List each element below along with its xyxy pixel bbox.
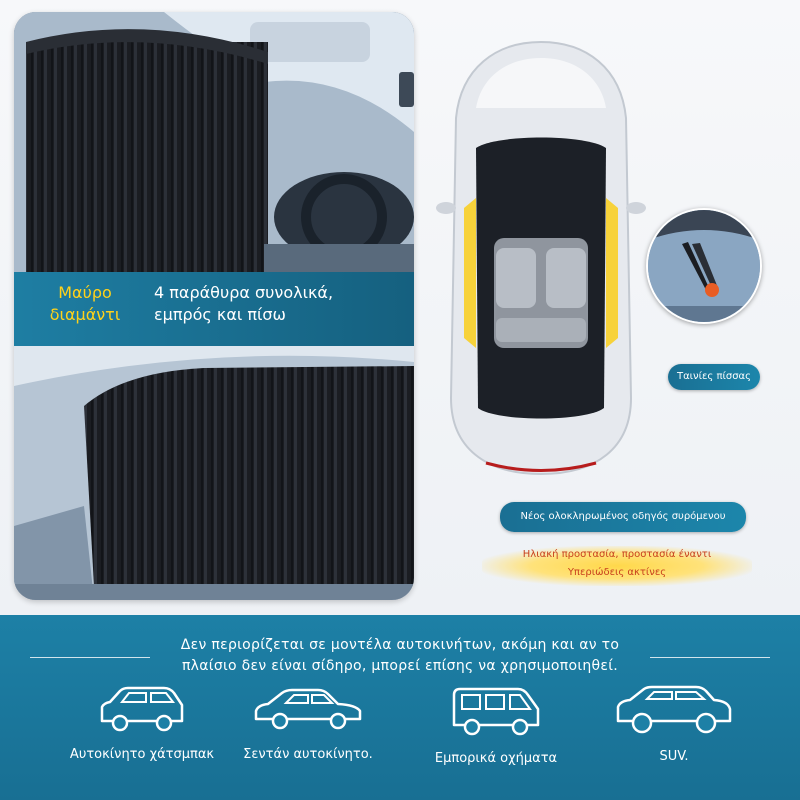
pitch-strips-badge: Ταινίες πίσσας [668,364,760,390]
window-count-line-1: 4 παράθυρα συνολικά, [154,283,334,302]
vehicle-hatchback: Αυτοκίνητο χάτσμπακ [52,685,232,762]
front-window-photo [14,12,414,272]
rear-window-photo [14,346,414,600]
vehicle-name: Αυτοκίνητο χάτσμπακ [69,747,215,762]
caption-line-1: Δεν περιορίζεται σε μοντέλα αυτοκινήτων,… [180,637,620,653]
caption-line-2: πλαίσιο δεν είναι σίδηρο, μπορεί επίσης … [181,658,619,674]
vehicle-van: Εμπορικά οχήματα [406,685,586,766]
vehicle-name: Σεντάν αυτοκίνητο. [243,747,373,762]
compatibility-band: Δεν περιορίζεται σε μοντέλα αυτοκινήτων,… [0,615,800,800]
divider-right [650,657,770,658]
sedan-icon [254,688,362,730]
van-icon [452,687,540,736]
pitch-strip-detail [648,210,760,322]
window-count-line-2: εμπρός και πίσω [154,305,286,324]
vehicle-name: Εμπορικά οχήματα [434,751,558,766]
hatchback-icon [100,686,184,732]
color-name: Μαύρο διαμάντι [30,282,140,326]
divider-left [30,657,150,658]
front-curtain-illustration [14,12,414,272]
highlight-glow [482,546,752,586]
car-top-view [436,40,646,476]
slide-guide-badge: Νέος ολοκληρωμένος οδηγός συρόμενου [500,502,746,532]
spec-label-bar: Μαύρο διαμάντι 4 παράθυρα συνολικά, εμπρ… [14,272,414,346]
uv-protection-line-1: Ηλιακή προστασία, προστασία έναντι [522,549,712,560]
rear-curtain-illustration [14,346,414,600]
compatibility-caption: Δεν περιορίζεται σε μοντέλα αυτοκινήτων,… [150,635,650,677]
curtain-photo-card: Μαύρο διαμάντι 4 παράθυρα συνολικά, εμπρ… [14,12,414,600]
color-name-line-1: Μαύρο [58,283,112,302]
uv-protection-callout: Ηλιακή προστασία, προστασία έναντι Υπερι… [482,540,752,592]
color-name-line-2: διαμάντι [49,305,121,324]
vehicle-suv: SUV. [584,685,764,764]
uv-protection-text: Ηλιακή προστασία, προστασία έναντι Υπερι… [482,546,752,582]
vehicle-name: SUV. [659,749,689,764]
curtain-detail-circle [646,208,762,324]
window-count: 4 παράθυρα συνολικά, εμπρός και πίσω [154,282,333,326]
uv-protection-line-2: Υπεριώδεις ακτίνες [567,567,667,578]
vehicle-sedan: Σεντάν αυτοκίνητο. [218,685,398,762]
suv-icon [616,685,732,734]
